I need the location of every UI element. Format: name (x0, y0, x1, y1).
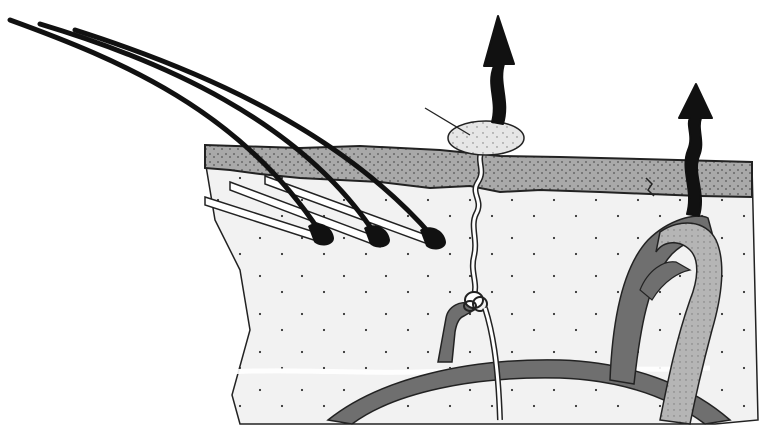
sweat-droplet (448, 121, 524, 155)
arrow-left-group (484, 16, 514, 124)
curved-up-arrow-icon (484, 16, 514, 124)
pointer-line (425, 108, 470, 135)
